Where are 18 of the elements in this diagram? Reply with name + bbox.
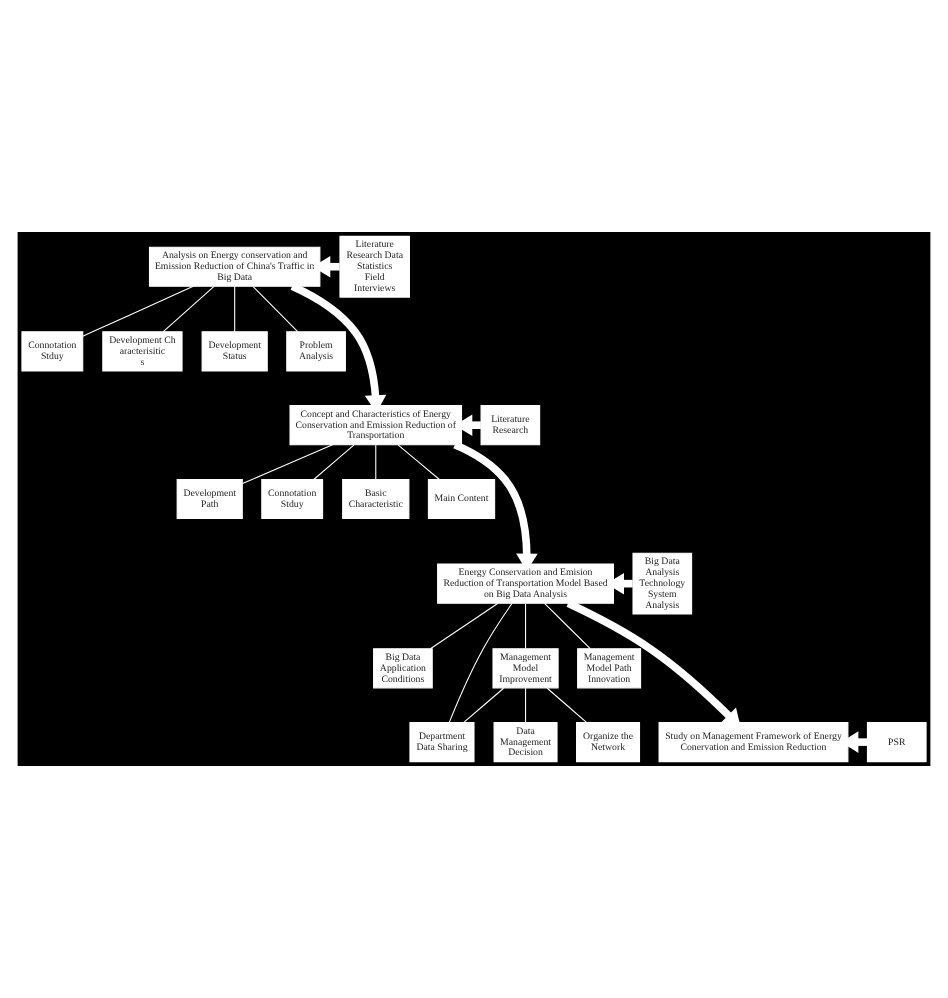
connector [525,687,527,723]
connector [313,444,355,480]
connector [241,444,334,485]
connector [82,285,194,337]
connector [162,286,215,333]
connector [543,602,591,650]
connector [234,286,236,333]
connector [463,687,505,723]
arrow [566,599,741,728]
connector [430,602,499,650]
connector [448,602,513,724]
arrow [290,282,387,413]
connector [397,444,440,480]
connector [546,687,588,723]
connector [252,286,299,333]
connector [525,602,527,650]
arrow [453,441,538,572]
connector [375,444,377,480]
